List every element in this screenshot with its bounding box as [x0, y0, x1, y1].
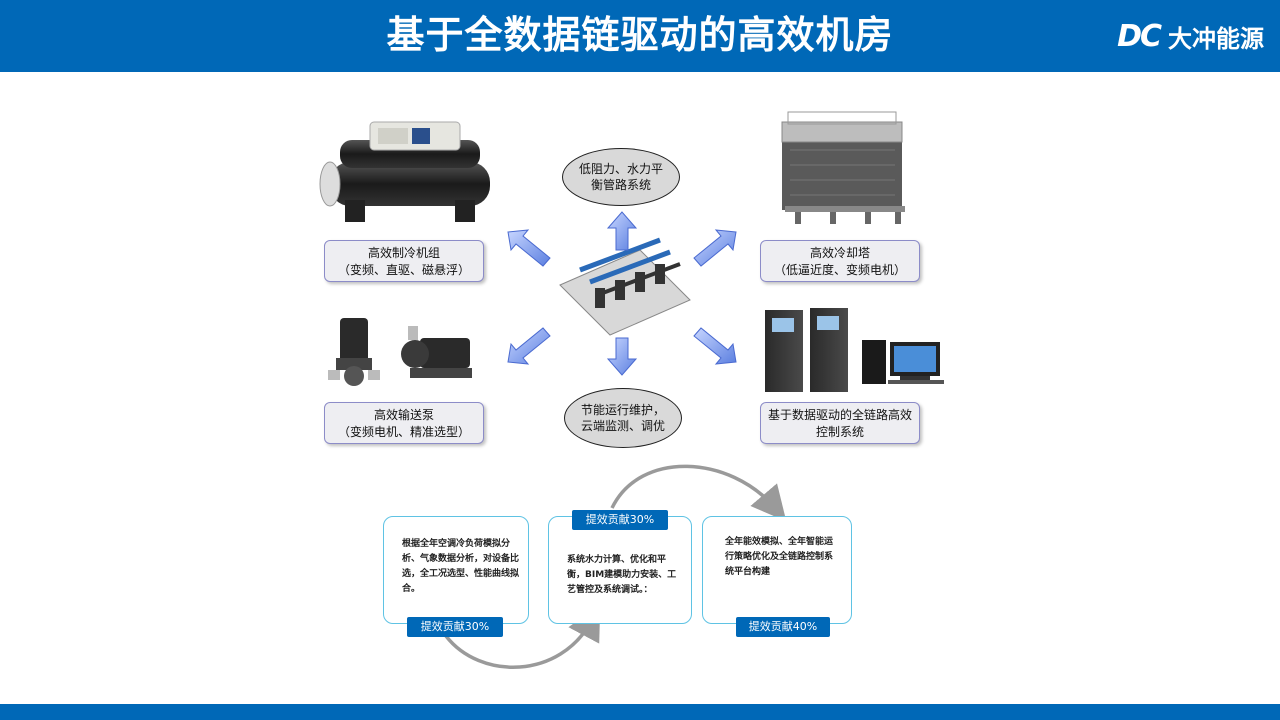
- cooling-tower-illustration: [781, 111, 905, 224]
- control-caption-line2: 控制系统: [815, 425, 864, 439]
- chiller-illustration: [319, 121, 490, 222]
- control-caption: 基于数据驱动的全链路高效 控制系统: [760, 402, 920, 444]
- logo-text: 大冲能源: [1168, 24, 1264, 53]
- control-system-illustration: [765, 308, 944, 392]
- tower-caption-line1: 高效冷却塔: [809, 246, 870, 260]
- cycle-arc-bottom: [444, 604, 601, 669]
- tower-caption-line2: （低逼近度、变频电机）: [773, 263, 906, 277]
- chiller-caption-line1: 高效制冷机组: [367, 246, 440, 260]
- card-construction-badge: 提效贡献30%: [572, 510, 668, 530]
- piping-skid-illustration: [559, 237, 691, 336]
- card-operation: 全年能效模拟、全年智能运行策略优化及全链路控制系统平台构建: [702, 516, 852, 624]
- pump-illustration: [328, 318, 472, 386]
- arrow-down: [606, 337, 638, 376]
- footer-bar: [0, 704, 1280, 720]
- logo-mark: DC: [1117, 18, 1162, 54]
- tower-caption: 高效冷却塔 （低逼近度、变频电机）: [760, 240, 920, 282]
- page-title: 基于全数据链驱动的高效机房: [386, 13, 894, 57]
- arrow-up-left: [507, 229, 551, 267]
- maintenance-ellipse-text: 节能运行维护，云端监测、调优: [580, 403, 665, 433]
- chiller-caption: 高效制冷机组 （变频、直驱、磁悬浮）: [324, 240, 484, 282]
- arrow-up: [606, 211, 638, 251]
- piping-ellipse: 低阻力、水力平衡管路系统: [562, 148, 680, 206]
- pump-caption-line2: （变频电机、精准选型）: [337, 425, 470, 439]
- arrow-down-left: [507, 327, 551, 365]
- arrow-down-right: [693, 327, 737, 365]
- arrow-up-right: [693, 229, 737, 267]
- card-construction: 系统水力计算、优化和平衡，BIM建模助力安装、工艺管控及系统调试。：: [548, 516, 692, 624]
- card-design: 根据全年空调冷负荷模拟分析、气象数据分析，对设备比选，全工况选型、性能曲线拟合。: [383, 516, 529, 624]
- header-bar: [0, 0, 1280, 72]
- card-operation-badge: 提效贡献40%: [736, 617, 830, 637]
- card-operation-text: 全年能效模拟、全年智能运行策略优化及全链路控制系统平台构建: [725, 537, 834, 577]
- pump-caption-line1: 高效输送泵: [373, 408, 434, 422]
- piping-ellipse-text: 低阻力、水力平衡管路系统: [578, 162, 663, 192]
- chiller-caption-line2: （变频、直驱、磁悬浮）: [337, 263, 470, 277]
- cycle-arc-top: [610, 464, 787, 522]
- maintenance-ellipse: 节能运行维护，云端监测、调优: [564, 388, 682, 448]
- card-construction-text: 系统水力计算、优化和平衡，BIM建模助力安装、工艺管控及系统调试。：: [567, 555, 677, 595]
- card-design-badge: 提效贡献30%: [407, 617, 503, 637]
- brand-logo: DC 大冲能源: [1117, 18, 1264, 54]
- card-design-text: 根据全年空调冷负荷模拟分析、气象数据分析，对设备比选，全工况选型、性能曲线拟合。: [402, 539, 520, 594]
- pump-caption: 高效输送泵 （变频电机、精准选型）: [324, 402, 484, 444]
- control-caption-line1: 基于数据驱动的全链路高效: [767, 408, 912, 422]
